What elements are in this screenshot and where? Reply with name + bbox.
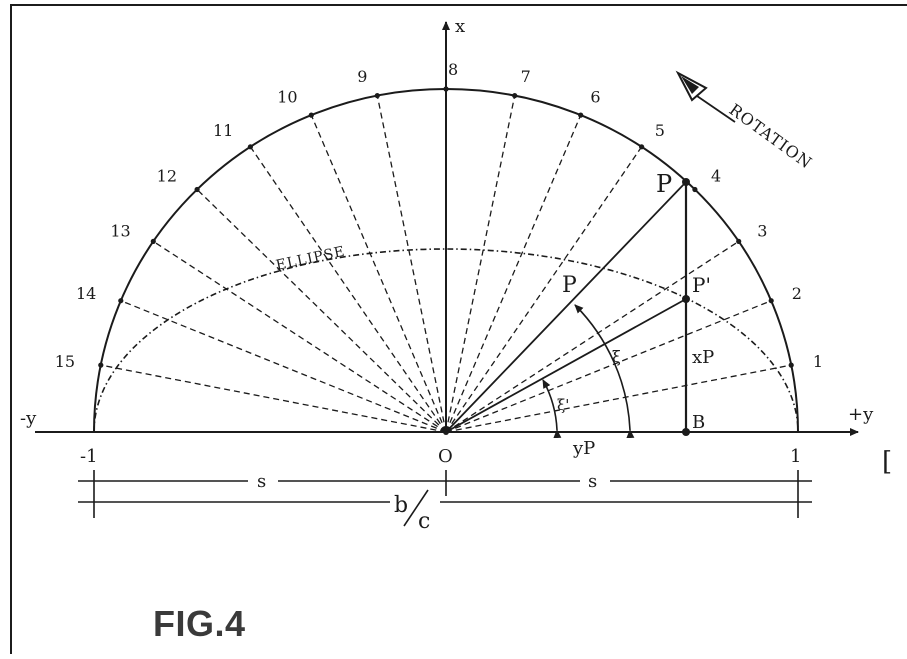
radial-label-3: 3	[757, 221, 767, 240]
radial-line-13	[152, 240, 447, 433]
radius-to-p	[445, 181, 687, 433]
radial-point-11	[247, 144, 253, 150]
radial-label-9: 9	[357, 67, 367, 86]
radial-point-7	[512, 93, 518, 99]
radial-label-10: 10	[277, 88, 297, 107]
xi-prime-label: ξ'	[557, 396, 569, 414]
radial-label-5: 5	[655, 121, 665, 140]
radial-line-15	[100, 364, 447, 433]
radial-label-15: 15	[55, 352, 75, 371]
radial-point-13	[150, 238, 156, 244]
neg-one-label: -1	[80, 446, 98, 467]
pos-one-label: 1	[790, 446, 801, 467]
point-p-prime-label: P'	[692, 273, 711, 297]
radial-line-9	[376, 95, 447, 433]
radial-line-11	[249, 146, 447, 433]
radial-point-12	[194, 186, 200, 193]
dimension-s-right: s	[588, 471, 597, 492]
ellipse-curve	[93, 248, 799, 433]
neg-y-label: -y	[20, 408, 37, 429]
dimension-fraction-slash	[403, 489, 429, 527]
xp-label: xP	[692, 347, 714, 368]
dimension-lines	[78, 470, 812, 518]
radial-line-6	[445, 114, 582, 433]
origin-label: O	[438, 446, 453, 467]
edge-bracket-mark: [	[882, 447, 892, 477]
radial-point-3	[736, 238, 742, 244]
radial-point-8	[443, 86, 449, 92]
point-b-label: B	[692, 412, 705, 433]
point-p-label: P	[656, 170, 672, 198]
pos-y-label: +y	[848, 404, 874, 425]
angle-xi-prime-arc	[542, 379, 562, 439]
radial-label-1: 1	[813, 352, 823, 371]
dimension-b-label: b	[394, 493, 408, 518]
radial-line-14	[120, 300, 447, 433]
radial-label-8: 8	[448, 60, 458, 79]
radial-points	[98, 86, 794, 368]
radial-line-12	[196, 189, 447, 433]
radial-point-9	[374, 93, 380, 99]
radial-point-10	[308, 112, 314, 118]
radial-point-15	[98, 362, 104, 368]
radial-label-2: 2	[792, 284, 802, 303]
rotation-arrow-icon	[675, 70, 736, 123]
figure-caption: FIG.4	[153, 603, 246, 644]
radial-line-3	[445, 240, 740, 433]
x-axis-label: x	[455, 16, 465, 37]
radial-label-6: 6	[590, 88, 600, 107]
dimension-c-label: c	[418, 509, 430, 534]
figure-frame-top	[10, 4, 907, 12]
radial-point-6	[578, 112, 584, 118]
radius-to-p-prime	[445, 298, 687, 433]
radial-label-12: 12	[157, 166, 177, 185]
ellipse-label: ELLIPSE	[275, 244, 347, 274]
origin-point	[443, 429, 449, 435]
rotation-label: ROTATION	[726, 100, 816, 173]
angle-xi-arc	[574, 304, 635, 439]
dimension-s-left: s	[257, 471, 266, 492]
radial-label-11: 11	[213, 121, 233, 140]
radial-label-13: 13	[110, 221, 130, 240]
radius-p-label: P	[562, 273, 577, 298]
point-p	[682, 178, 690, 186]
xi-label: ξ	[612, 347, 621, 366]
radial-line-7	[445, 95, 516, 433]
radial-label-4: 4	[711, 166, 721, 185]
yp-label: yP	[572, 438, 595, 459]
point-b	[682, 428, 690, 436]
radial-point-4	[692, 186, 698, 193]
radial-point-2	[768, 298, 774, 304]
radial-line-5	[445, 146, 643, 433]
radial-point-14	[118, 298, 124, 304]
point-p-prime	[682, 295, 690, 303]
radial-point-1	[788, 362, 794, 368]
radial-label-7: 7	[521, 67, 531, 86]
radial-line-2	[445, 300, 772, 433]
radial-line-10	[310, 114, 447, 433]
figure-frame-left	[10, 4, 12, 654]
radial-label-14: 14	[76, 284, 96, 303]
radial-point-5	[639, 144, 645, 150]
